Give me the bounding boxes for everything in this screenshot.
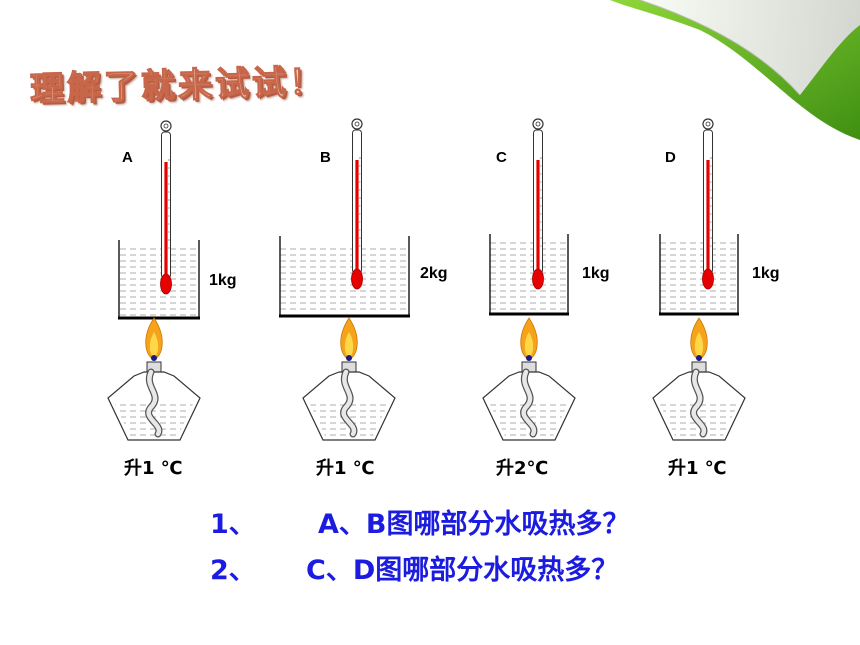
- question-2-text: C、D图哪部分水吸热多？: [306, 555, 619, 586]
- setup-d: D 1kg 升1 ℃: [652, 118, 780, 479]
- setup-b-mass-label: 2kg: [420, 265, 448, 282]
- setup-d-thermometer: [702, 118, 714, 290]
- setup-b-thermometer: [351, 118, 363, 290]
- setup-d-temperature-rise: 升1 ℃: [668, 458, 727, 479]
- setup-d-alcohol-lamp: [652, 361, 746, 441]
- setup-b-flame: [340, 317, 358, 361]
- setup-a-mass-label: 1kg: [209, 272, 237, 289]
- leaf-corner-decoration: [610, 0, 860, 140]
- setup-c-mercury-bulb: [532, 268, 544, 290]
- setup-d-flame-inner: [694, 332, 704, 358]
- setup-a-label: A: [122, 149, 133, 166]
- setup-c-water: [490, 242, 568, 314]
- setup-b-water: [280, 244, 409, 316]
- setup-b-temperature-rise: 升1 ℃: [316, 458, 375, 479]
- setup-c-label: C: [496, 149, 507, 166]
- setup-a-mercury-column: [164, 162, 168, 280]
- setup-c-flame: [520, 317, 538, 361]
- setup-d-water: [660, 242, 738, 314]
- setup-b-alcohol-lamp: [302, 361, 396, 441]
- setup-a-alcohol-lamp: [107, 361, 201, 441]
- setup-d-mercury-column: [706, 160, 710, 275]
- question-2-number: 2、: [210, 555, 256, 586]
- setup-b-mercury-column: [355, 160, 359, 275]
- setup-b-mercury-bulb: [351, 268, 363, 290]
- question-1: 1、 A、B图哪部分水吸热多？: [210, 502, 629, 541]
- setup-a-water: [119, 248, 199, 318]
- setup-d-mass-label: 1kg: [752, 265, 780, 282]
- setup-c-mass-label: 1kg: [582, 265, 610, 282]
- question-2: 2、 C、D图哪部分水吸热多？: [210, 548, 618, 587]
- setup-d-mercury-bulb: [702, 268, 714, 290]
- question-1-text: A、B图哪部分水吸热多？: [318, 509, 630, 540]
- setup-d-flame: [690, 317, 708, 361]
- setup-b-label: B: [320, 149, 331, 166]
- setup-c-mercury-column: [536, 160, 540, 275]
- setup-b: B 2kg 升1 ℃: [279, 118, 448, 479]
- setup-a: A 1kg 升1 ℃: [107, 120, 237, 479]
- setup-a-mercury-bulb: [160, 273, 172, 295]
- setup-d-label: D: [665, 149, 676, 166]
- setup-a-thermometer: [160, 120, 172, 295]
- setup-a-temperature-rise: 升1 ℃: [124, 458, 183, 479]
- setup-c-flame-inner: [524, 332, 534, 358]
- setup-c-temperature-rise: 升2℃: [496, 458, 548, 479]
- setup-a-flame-inner: [149, 332, 159, 358]
- setup-b-flame-inner: [344, 332, 354, 358]
- question-1-number: 1、: [210, 509, 256, 540]
- setup-c-alcohol-lamp: [482, 361, 576, 441]
- setup-c-thermometer: [532, 118, 544, 290]
- setup-c: C 1kg 升2℃: [482, 118, 610, 479]
- setup-a-flame: [145, 317, 163, 361]
